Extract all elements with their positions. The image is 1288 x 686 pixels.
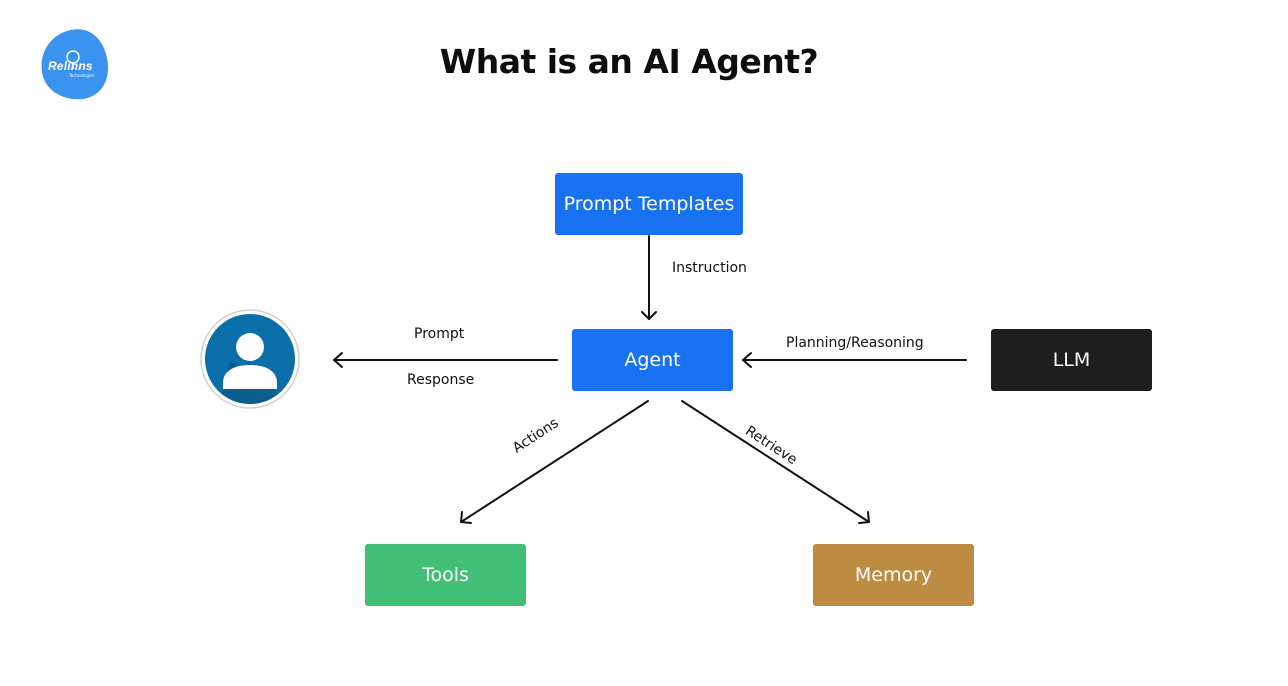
agent-node: Agent <box>572 329 733 391</box>
logo-blob-icon <box>41 29 109 100</box>
llm-node: LLM <box>991 329 1152 391</box>
arrow-actions <box>460 400 649 524</box>
page-title: What is an AI Agent? <box>439 42 819 81</box>
arrow-retrieve <box>681 400 870 524</box>
logo-tagline: Technologies <box>69 73 95 78</box>
logo-wordmark: Relinns <box>48 59 93 73</box>
edge-label-response: Response <box>407 372 475 388</box>
memory-node: Memory <box>813 544 974 606</box>
relinns-logo: Relinns Technologies <box>41 28 111 100</box>
user-avatar-icon <box>200 309 300 413</box>
edge-label-instruction: Instruction <box>672 260 747 276</box>
edge-label-planning: Planning/Reasoning <box>786 335 924 351</box>
edge-label-prompt: Prompt <box>414 326 465 342</box>
arrow-planning <box>742 352 967 368</box>
arrow-prompt-response <box>333 352 558 368</box>
tools-node: Tools <box>365 544 526 606</box>
arrow-instruction <box>641 235 657 320</box>
prompt-templates-node: Prompt Templates <box>555 173 743 235</box>
